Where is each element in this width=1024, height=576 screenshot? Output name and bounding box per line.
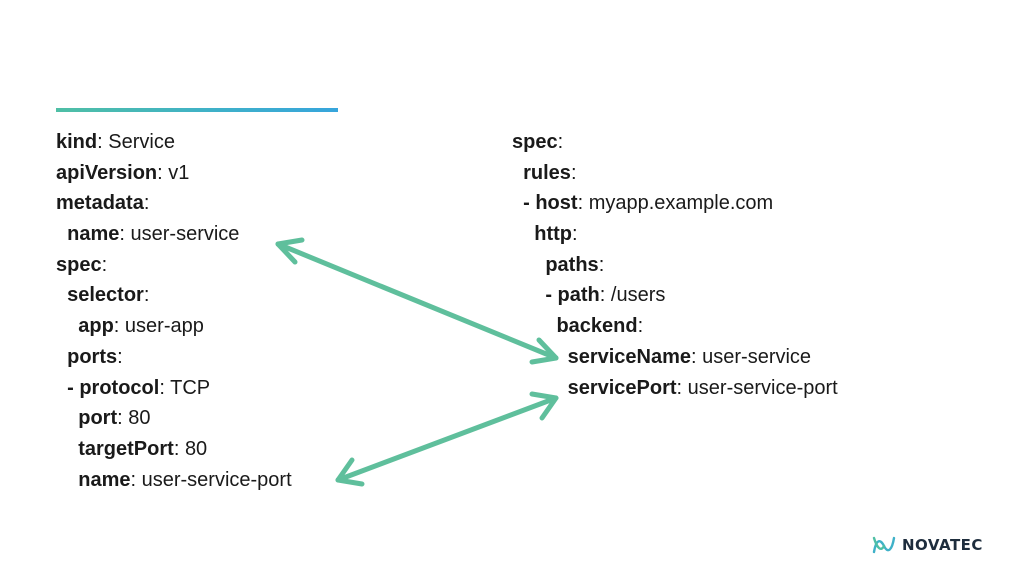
yaml-line: port: 80 [56, 403, 292, 434]
yaml-value: TCP [170, 376, 211, 399]
yaml-separator: : [557, 131, 564, 153]
yaml-key: - host [523, 192, 578, 215]
yaml-indent [512, 315, 556, 337]
yaml-value: 80 [184, 437, 208, 460]
yaml-line: spec: [56, 250, 292, 281]
yaml-line: backend: [512, 311, 838, 342]
yaml-key: app [78, 315, 114, 338]
yaml-separator: : [113, 315, 125, 338]
yaml-separator: : [691, 345, 703, 368]
yaml-key: port [78, 407, 118, 430]
yaml-indent [56, 469, 78, 491]
yaml-line: targetPort: 80 [56, 434, 292, 465]
yaml-line: servicePort: user-service-port [512, 373, 838, 404]
yaml-separator: : [119, 223, 131, 246]
yaml-line: metadata: [56, 188, 292, 219]
yaml-separator: : [572, 223, 578, 246]
yaml-key: targetPort [78, 437, 174, 460]
yaml-separator: : [570, 161, 577, 184]
yaml-separator: : [598, 253, 605, 276]
novatec-logo-icon [872, 536, 896, 554]
yaml-key: spec [512, 131, 558, 153]
yaml-value: user-service [130, 223, 240, 246]
yaml-value: user-app [124, 315, 204, 338]
yaml-line: name: user-service [56, 219, 292, 250]
accent-rule [56, 108, 338, 112]
logo-wordmark: NOVATEC [902, 536, 983, 554]
yaml-value: /users [610, 284, 666, 307]
yaml-line: - host: myapp.example.com [512, 188, 838, 219]
yaml-key: - path [545, 284, 600, 307]
yaml-line: kind: Service [56, 127, 292, 158]
yaml-key: selector [67, 284, 144, 307]
yaml-indent [512, 223, 534, 245]
yaml-separator: : [173, 437, 185, 460]
yaml-line: app: user-app [56, 311, 292, 342]
yaml-key: paths [545, 253, 599, 276]
arrow-service-port-link [335, 391, 559, 487]
yaml-line: - protocol: TCP [56, 373, 292, 404]
yaml-key: metadata [56, 192, 144, 215]
yaml-value: user-service-port [141, 468, 292, 491]
yaml-separator: : [101, 253, 108, 276]
yaml-separator: : [117, 407, 129, 430]
yaml-line: apiVersion: v1 [56, 158, 292, 189]
ingress-yaml-block: spec: rules: - host: myapp.example.com h… [512, 127, 838, 403]
yaml-key: kind [56, 131, 98, 153]
yaml-separator: : [159, 376, 171, 399]
yaml-value: user-service-port [687, 376, 838, 399]
yaml-key: backend [556, 315, 638, 338]
yaml-indent [512, 346, 568, 368]
yaml-key: ports [67, 345, 118, 368]
yaml-separator: : [97, 131, 109, 153]
yaml-separator: : [130, 468, 142, 491]
yaml-key: servicePort [567, 376, 677, 399]
yaml-line: serviceName: user-service [512, 342, 838, 373]
yaml-indent [56, 284, 67, 306]
yaml-line: http: [512, 219, 838, 250]
yaml-separator: : [143, 284, 150, 307]
yaml-indent [56, 438, 78, 460]
yaml-indent [56, 346, 67, 368]
yaml-line: spec: [512, 127, 838, 158]
yaml-indent [56, 223, 67, 245]
yaml-value: 80 [128, 407, 151, 430]
yaml-line: ports: [56, 342, 292, 373]
yaml-line: - path: /users [512, 280, 838, 311]
yaml-indent [56, 315, 78, 337]
yaml-key: rules [523, 161, 571, 184]
yaml-indent [56, 407, 78, 429]
yaml-indent [512, 254, 545, 276]
yaml-key: apiVersion [56, 161, 158, 184]
novatec-logo: NOVATEC [872, 533, 983, 557]
yaml-indent [512, 377, 568, 399]
yaml-separator: : [577, 192, 589, 215]
yaml-key: spec [56, 253, 102, 276]
yaml-key: - protocol [67, 376, 160, 399]
yaml-line: name: user-service-port [56, 465, 292, 496]
yaml-line: selector: [56, 280, 292, 311]
yaml-value: Service [108, 131, 175, 153]
yaml-line: rules: [512, 158, 838, 189]
yaml-value: user-service [702, 345, 812, 368]
yaml-separator: : [117, 345, 123, 368]
yaml-line: paths: [512, 250, 838, 281]
yaml-key: name [78, 468, 131, 491]
yaml-indent [56, 377, 67, 399]
yaml-key: serviceName [567, 345, 692, 368]
yaml-key: http [534, 223, 572, 246]
yaml-separator: : [637, 315, 644, 338]
yaml-indent [512, 192, 523, 214]
yaml-indent [512, 284, 545, 306]
yaml-separator: : [676, 376, 688, 399]
yaml-separator: : [599, 284, 611, 307]
yaml-separator: : [143, 192, 150, 215]
yaml-indent [512, 162, 523, 184]
yaml-value: myapp.example.com [588, 192, 774, 215]
yaml-value: v1 [168, 161, 190, 184]
yaml-key: name [67, 223, 120, 246]
yaml-separator: : [157, 161, 169, 184]
